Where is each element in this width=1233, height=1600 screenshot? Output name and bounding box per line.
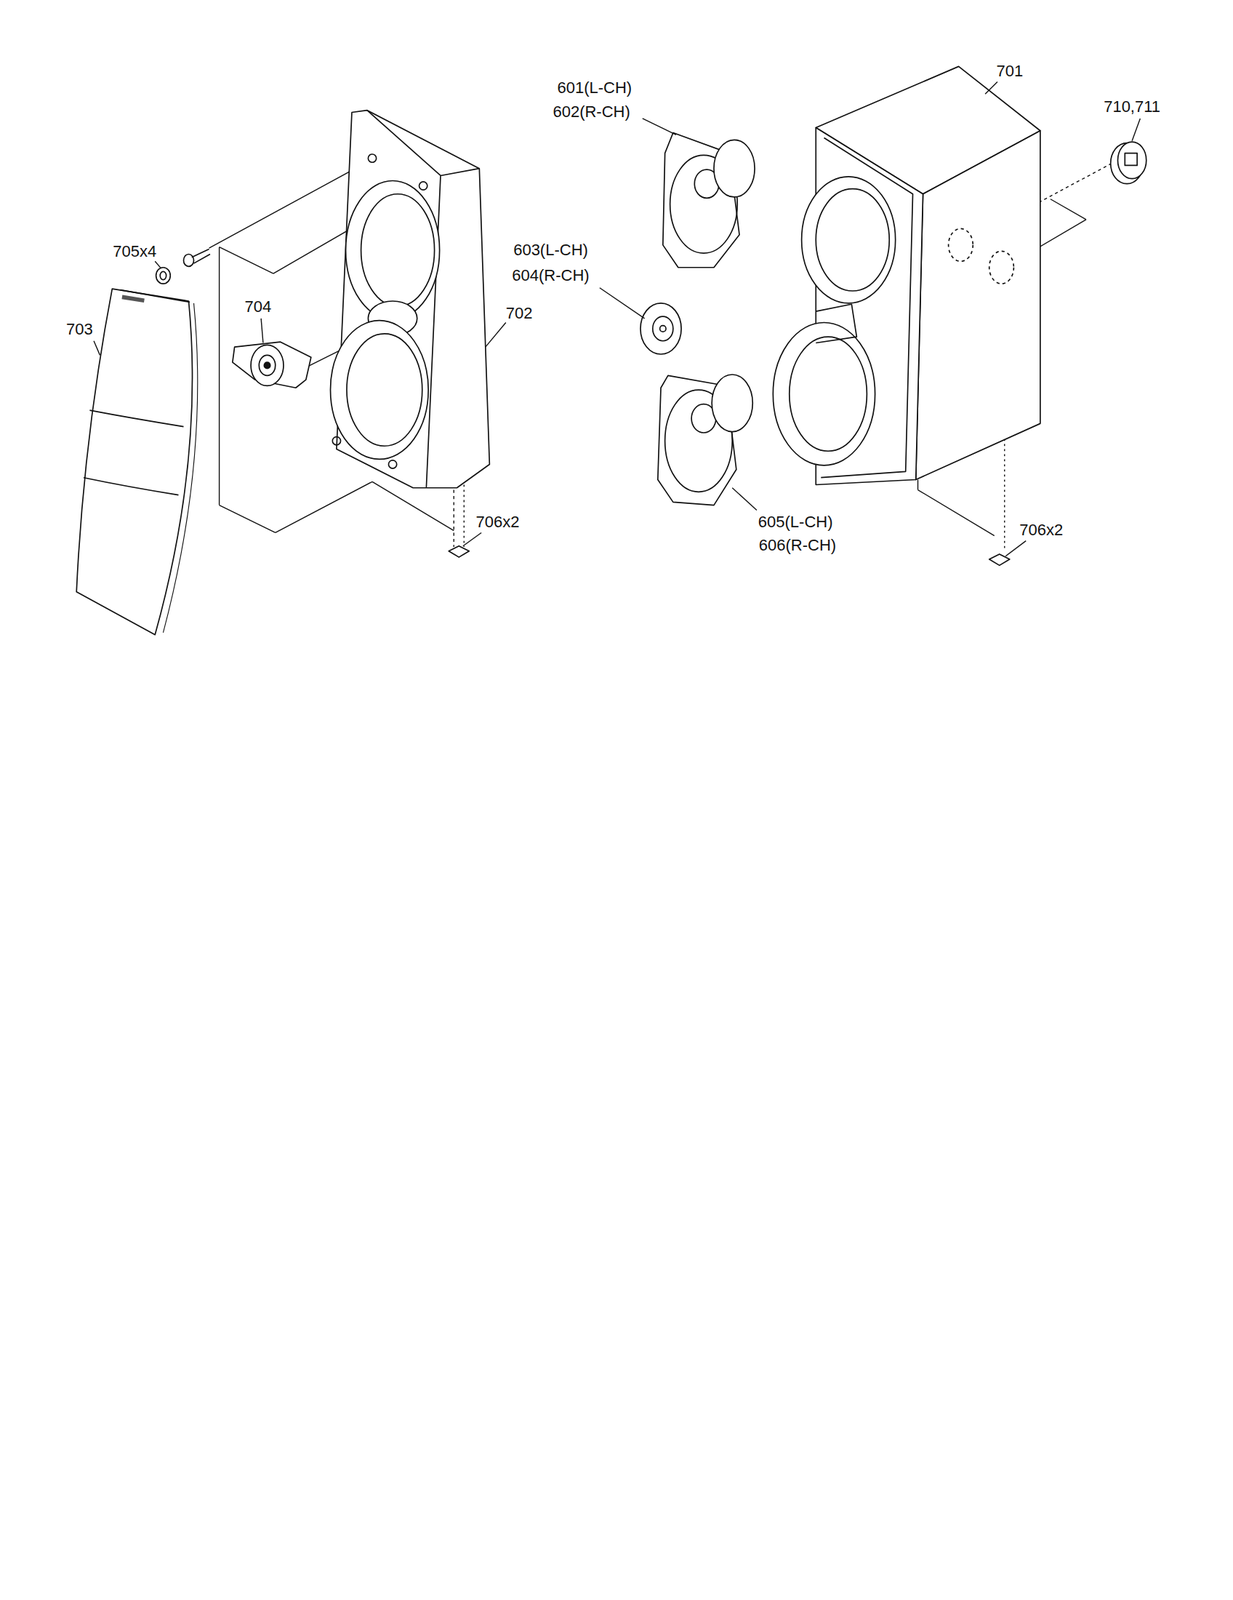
woofer: [657, 374, 753, 506]
tweeter-bracket: [232, 341, 312, 388]
foot-pad: [448, 545, 1010, 566]
callout-number: 605(L-CH): [756, 513, 835, 531]
callout-number: 706x2: [474, 513, 522, 531]
callout-number: 701: [994, 62, 1025, 80]
tweeter: [640, 303, 682, 355]
callout-number: 710,711: [1102, 98, 1162, 116]
callout-number: 604(R-CH): [510, 266, 591, 285]
front-baffle: [330, 110, 491, 488]
callout-number: 703: [64, 320, 95, 339]
callout-number: 706x2: [1017, 521, 1065, 539]
callout-number: 601(L-CH): [555, 79, 634, 97]
callout-number: 602(R-CH): [551, 103, 632, 121]
terminal: [1110, 141, 1147, 184]
cabinet: [772, 66, 1041, 485]
callout-number: 704: [243, 298, 274, 316]
callout-number: 705x4: [111, 242, 158, 261]
callout-number: 606(R-CH): [757, 536, 838, 554]
callout-number: 603(L-CH): [511, 241, 590, 259]
callout-number: 702: [504, 304, 535, 323]
leader-lines: [93, 81, 1140, 556]
front-grille: [76, 288, 198, 635]
screw: [156, 248, 211, 284]
woofer: [663, 133, 755, 268]
